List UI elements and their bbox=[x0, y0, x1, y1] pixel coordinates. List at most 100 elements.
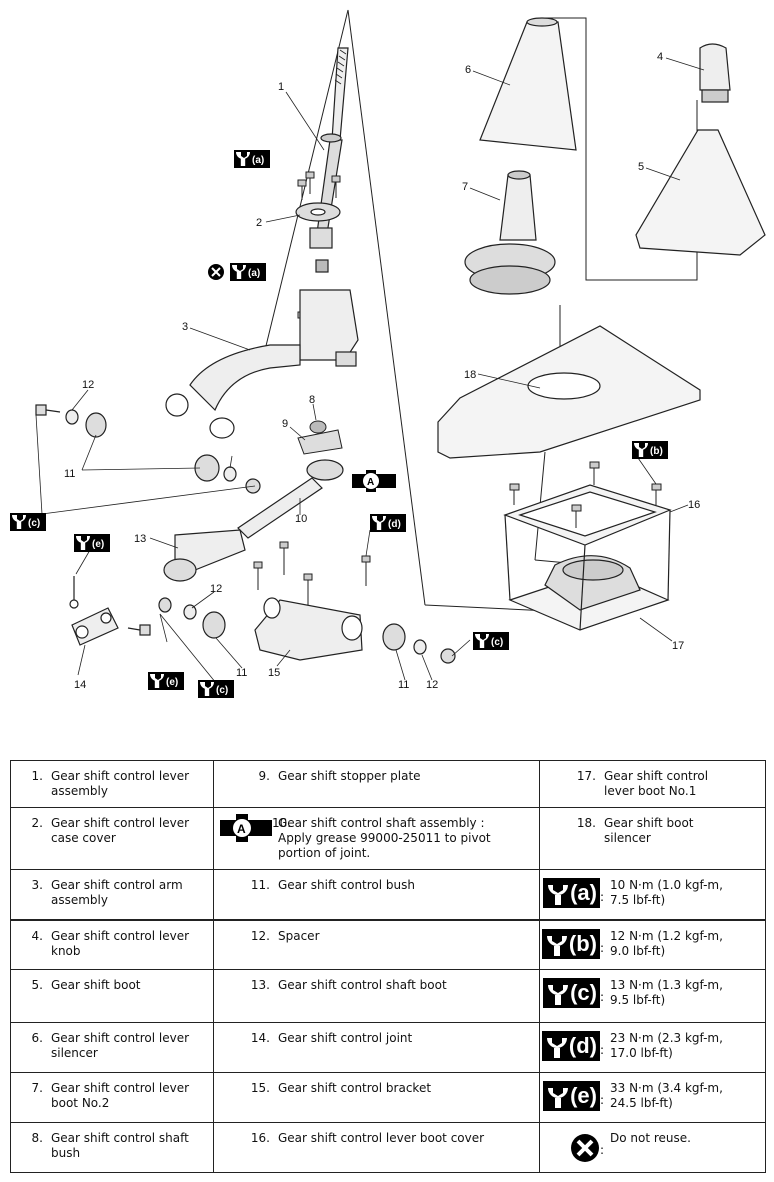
shaft-boot bbox=[163, 529, 246, 582]
torque-tag-a2: (a) bbox=[230, 263, 266, 281]
part-number: 9. bbox=[258, 769, 270, 783]
callout-17: 17 bbox=[672, 640, 684, 652]
part-number: 17. bbox=[576, 769, 596, 783]
part-number: 11. bbox=[250, 878, 270, 892]
callout-3: 3 bbox=[182, 321, 188, 333]
legend-cell: 12.Spacer bbox=[213, 918, 540, 970]
leader-lines bbox=[35, 57, 705, 684]
part-name: Gear shift control arm assembly bbox=[51, 878, 183, 907]
part-number: 15. bbox=[250, 1081, 270, 1095]
svg-text:(c): (c) bbox=[28, 518, 40, 529]
svg-text:(a): (a) bbox=[248, 268, 260, 279]
legend-cell: 15.Gear shift control bracket bbox=[213, 1072, 540, 1123]
gear-shift-control-shaft bbox=[237, 459, 344, 539]
lever-boot-cover bbox=[503, 484, 672, 631]
control-joint bbox=[69, 576, 119, 646]
torque-value: 13 N·m (1.3 kgf-m, 9.5 lbf-ft) bbox=[610, 978, 723, 1007]
legend-cell: 1.Gear shift control lever assembly bbox=[10, 760, 214, 808]
callout-15: 15 bbox=[268, 667, 280, 679]
torque-value: 10 N·m (1.0 kgf-m, 7.5 lbf-ft) bbox=[610, 878, 723, 907]
torque-tag-b: (b) bbox=[632, 441, 668, 459]
callout-2: 2 bbox=[256, 217, 262, 229]
legend-cell: 2. Gear shift control lever case cover bbox=[10, 807, 214, 870]
boot-cover-bolts bbox=[509, 461, 662, 528]
legend-cell: 13.Gear shift control shaft boot bbox=[213, 969, 540, 1023]
part-number: 8. bbox=[31, 1131, 43, 1145]
do-not-reuse-icon bbox=[208, 264, 224, 280]
gear-shift-arm-assembly bbox=[165, 289, 359, 439]
legend-cell: 18.Gear shift boot silencer bbox=[539, 807, 766, 870]
callout-10: 10 bbox=[295, 513, 307, 525]
part-name: Gear shift stopper plate bbox=[278, 769, 421, 783]
legend-cell: 16.Gear shift control lever boot cover bbox=[213, 1122, 540, 1173]
legend-cell: 11. Gear shift control bush bbox=[213, 869, 540, 920]
legend-row: 1.Gear shift control lever assembly 9. Gea… bbox=[10, 760, 766, 808]
callout-12-right: 12 bbox=[426, 679, 438, 691]
part-name: Gear shift control lever case cover bbox=[51, 816, 190, 845]
part-name: Gear shift control bush bbox=[278, 878, 415, 892]
callout-11-left: 11 bbox=[64, 468, 75, 480]
part-name: Gear shift control lever boot No.1 bbox=[604, 769, 709, 798]
svg-text:(b): (b) bbox=[650, 446, 663, 457]
lever-boot-no2 bbox=[464, 170, 556, 295]
callout-5: 5 bbox=[638, 161, 644, 173]
torque-symbol-icon: (c) bbox=[543, 978, 600, 1008]
part-name: Gear shift control shaft assembly : Appl… bbox=[278, 816, 491, 860]
callout-4: 4 bbox=[657, 51, 663, 63]
legend-cell: 9. Gear shift stopper plate bbox=[213, 760, 540, 808]
torque-value: 23 N·m (2.3 kgf-m, 17.0 lbf-ft) bbox=[610, 1031, 723, 1060]
part-name: Spacer bbox=[278, 928, 320, 943]
legend-cell: 8. Gear shift control shaft bush bbox=[10, 1122, 214, 1173]
torque-tag-a1: (a) bbox=[234, 150, 270, 168]
torque-value: 33 N·m (3.4 kgf-m, 24.5 lbf-ft) bbox=[610, 1081, 723, 1110]
part-name: Gear shift control lever boot No.2 bbox=[51, 1081, 190, 1110]
legend-cell: :Do not reuse. bbox=[539, 1122, 766, 1173]
part-number: 3. bbox=[31, 878, 43, 892]
legend-cell: (c):13 N·m (1.3 kgf-m, 9.5 lbf-ft) bbox=[539, 969, 766, 1023]
svg-text:(c): (c) bbox=[491, 637, 503, 648]
torque-tag-c-left: (c) bbox=[10, 513, 46, 531]
callout-6: 6 bbox=[465, 64, 471, 76]
callout-labels: 1 2 3 4 5 6 7 8 9 10 11 11 11 12 12 12 1… bbox=[64, 51, 700, 691]
legend-row: 8. Gear shift control shaft bush 16.Gear s… bbox=[10, 1122, 766, 1173]
part-number: 13. bbox=[250, 978, 270, 992]
part-name: Gear shift control shaft bush bbox=[51, 1131, 189, 1160]
svg-text:(e): (e) bbox=[92, 539, 104, 550]
control-bracket bbox=[254, 597, 363, 661]
callout-14: 14 bbox=[74, 679, 86, 691]
torque-value: 12 N·m (1.2 kgf-m, 9.0 lbf-ft) bbox=[610, 928, 723, 958]
part-number: 14. bbox=[250, 1031, 270, 1045]
callout-1: 1 bbox=[278, 81, 284, 93]
grease-a-icon: A bbox=[220, 814, 272, 842]
torque-symbol-icon: (d) bbox=[541, 1031, 600, 1061]
part-number: 16. bbox=[250, 1131, 270, 1145]
grease-a-icon: A bbox=[352, 470, 396, 492]
do-not-reuse-icon bbox=[571, 1134, 599, 1162]
torque-symbol-icon: (a) bbox=[543, 878, 600, 908]
callout-13: 13 bbox=[134, 533, 146, 545]
legend-cell: (b):12 N·m (1.2 kgf-m, 9.0 lbf-ft) bbox=[539, 918, 766, 970]
legend-cell: 14.Gear shift control joint bbox=[213, 1022, 540, 1073]
stopper-plate bbox=[297, 420, 343, 455]
legend-cell: (e):33 N·m (3.4 kgf-m, 24.5 lbf-ft) bbox=[539, 1072, 766, 1123]
part-name: Gear shift boot silencer bbox=[604, 816, 694, 845]
legend-cell: 6.Gear shift control lever silencer bbox=[10, 1022, 214, 1073]
torque-tag-e-bottom: (e) bbox=[148, 672, 184, 690]
callout-12-mid: 12 bbox=[210, 583, 222, 595]
legend-row: 3. Gear shift control arm assembly 11. Gear… bbox=[10, 869, 766, 920]
callout-7: 7 bbox=[462, 181, 468, 193]
legend-cell: 5.Gear shift boot bbox=[10, 969, 214, 1023]
legend-cell: 4.Gear shift control lever knob bbox=[10, 918, 214, 970]
callout-12-left: 12 bbox=[82, 379, 94, 391]
part-name: Gear shift control lever assembly bbox=[51, 769, 190, 798]
part-name: Gear shift boot bbox=[51, 978, 141, 992]
callout-9: 9 bbox=[282, 418, 288, 430]
torque-tag-c-right: (c) bbox=[473, 632, 509, 650]
callout-8: 8 bbox=[309, 394, 315, 406]
callout-16: 16 bbox=[688, 499, 700, 511]
torque-symbol-icon: (e) bbox=[543, 1081, 600, 1111]
part-number: 4. bbox=[31, 928, 43, 943]
part-number: 2. bbox=[31, 816, 43, 830]
